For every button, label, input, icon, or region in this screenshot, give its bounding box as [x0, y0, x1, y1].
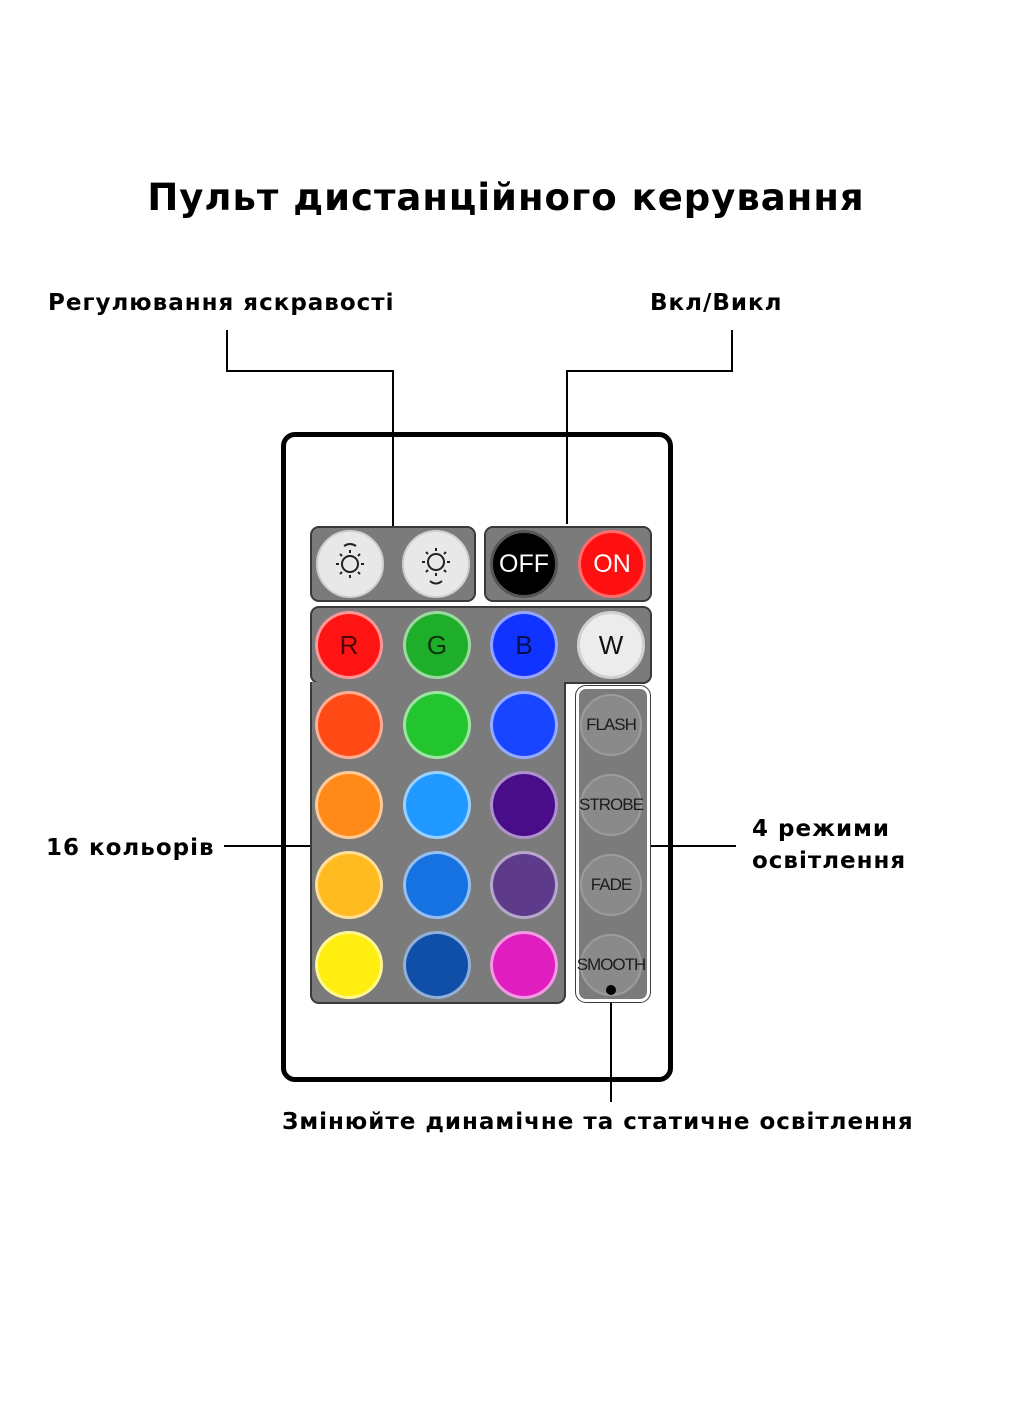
red-button[interactable]: R [315, 611, 383, 679]
on-button-label: ON [593, 549, 631, 578]
brightness-connector-vertical-right [392, 370, 394, 526]
strobe-button[interactable]: STROBE [579, 774, 644, 836]
brightness-label: Регулювання яскравості [48, 290, 395, 316]
fade-button[interactable]: FADE [580, 854, 642, 916]
brightness-down-button[interactable] [316, 530, 384, 598]
modes-connector [650, 845, 736, 847]
colors-label: 16 кольорів [46, 835, 215, 861]
connector-dot [606, 985, 616, 995]
blue-button-label: B [515, 629, 533, 660]
blue-button[interactable]: B [490, 611, 558, 679]
smooth-button-label: SMOOTH [576, 955, 647, 974]
white-button[interactable]: W [577, 611, 645, 679]
flash-button[interactable]: FLASH [580, 694, 642, 756]
color-button[interactable] [490, 851, 558, 919]
color-button[interactable] [403, 931, 471, 999]
color-button[interactable] [403, 851, 471, 919]
fade-button-label: FADE [590, 875, 632, 894]
switch-label: Змінюйте динамічне та статичне освітленн… [282, 1109, 914, 1135]
brightness-up-button[interactable] [402, 530, 470, 598]
color-button[interactable] [315, 931, 383, 999]
modes-label-line1: 4 режими [752, 816, 890, 842]
modes-label-line2: освітлення [752, 848, 907, 874]
page-title: Пульт дистанційного керування [147, 176, 865, 219]
color-button[interactable] [403, 691, 471, 759]
brightness-down-icon [336, 543, 364, 578]
switch-connector [610, 990, 612, 1102]
color-button[interactable] [315, 851, 383, 919]
color-button[interactable] [490, 771, 558, 839]
off-button[interactable]: OFF [490, 530, 558, 598]
on-button[interactable]: ON [578, 530, 646, 598]
color-button[interactable] [490, 691, 558, 759]
brightness-connector-horizontal [226, 370, 394, 372]
color-button[interactable] [315, 691, 383, 759]
red-button-label: R [339, 629, 359, 660]
power-connector-vertical-right [731, 330, 733, 372]
green-button[interactable]: G [403, 611, 471, 679]
power-connector-horizontal [566, 370, 733, 372]
color-button[interactable] [315, 771, 383, 839]
strobe-button-label: STROBE [579, 795, 644, 814]
flash-button-label: FLASH [586, 715, 637, 734]
color-button[interactable] [403, 771, 471, 839]
power-label: Вкл/Викл [650, 290, 783, 316]
brightness-up-icon [422, 548, 450, 585]
power-connector-vertical-left [566, 370, 568, 524]
green-button-label: G [426, 629, 448, 660]
colors-connector [224, 845, 312, 847]
color-button[interactable] [490, 931, 558, 999]
off-button-label: OFF [499, 549, 549, 578]
white-button-label: W [598, 629, 624, 660]
brightness-connector-vertical-left [226, 330, 228, 372]
